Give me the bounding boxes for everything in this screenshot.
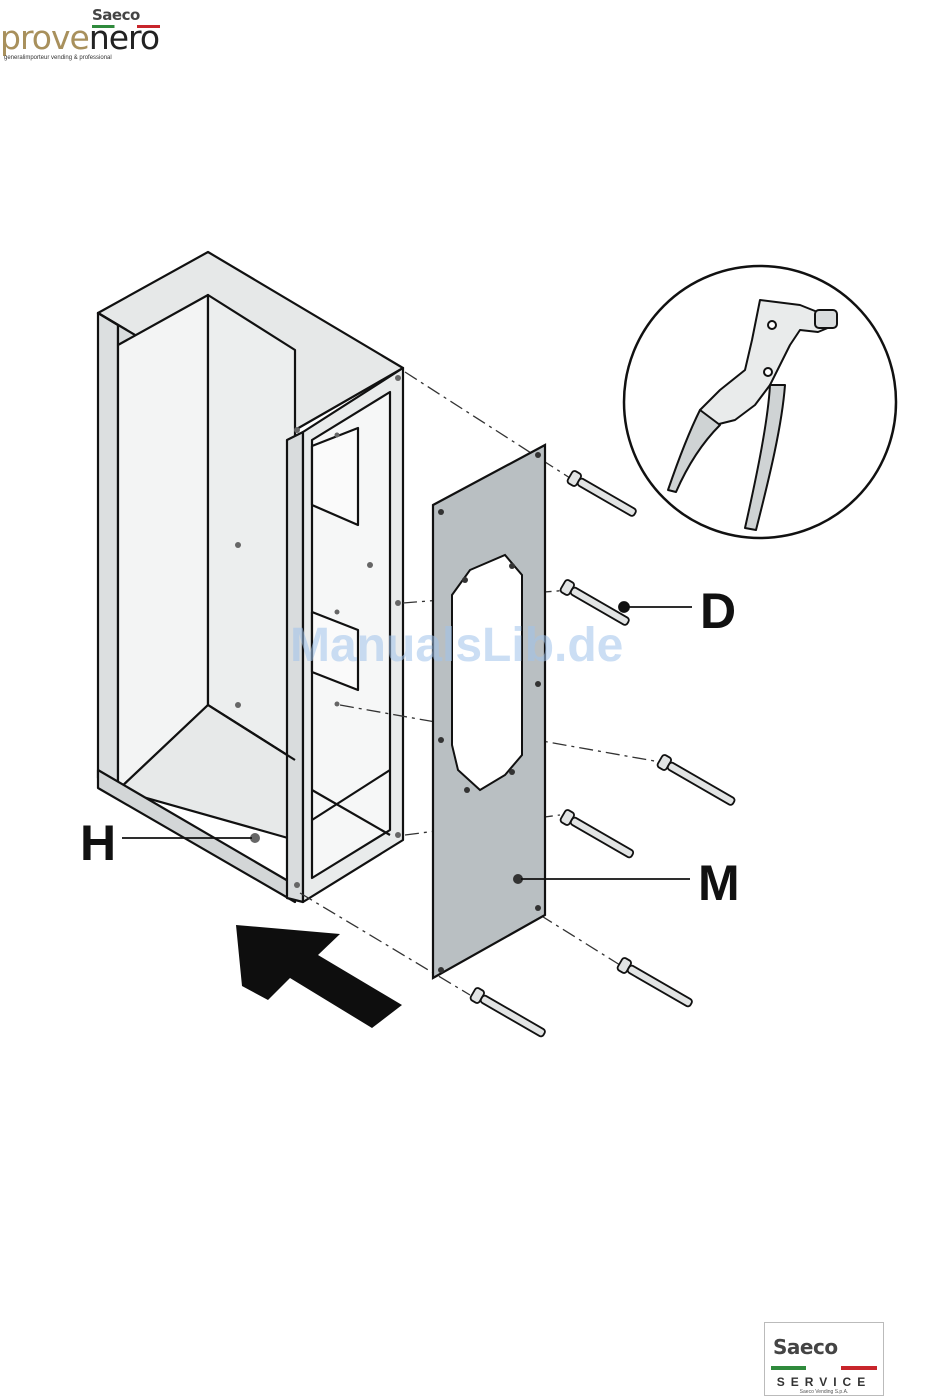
label-m: M <box>698 858 740 908</box>
rivet <box>560 809 636 861</box>
cabinet-frame <box>98 252 403 902</box>
saeco-service-mark: Saeco <box>773 1335 838 1359</box>
mounting-plate <box>433 445 545 978</box>
watermark-text: ManualsLib.de <box>290 618 670 673</box>
cabinet-back-wall <box>208 295 295 760</box>
cabinet-left-pillar <box>98 313 118 790</box>
label-h: H <box>80 818 116 868</box>
rivet <box>470 987 548 1040</box>
company-name: Saeco Vending S.p.A. <box>765 1389 883 1395</box>
label-d: D <box>700 586 736 636</box>
italian-flag-stripe <box>771 1366 877 1370</box>
rivet <box>567 470 639 520</box>
detail-circle <box>624 266 896 538</box>
cabinet-inner-wall <box>118 295 208 790</box>
service-text: SERVICE <box>765 1375 883 1389</box>
rivet <box>617 957 695 1010</box>
saeco-service-logo: Saeco SERVICE Saeco Vending S.p.A. <box>764 1322 884 1396</box>
rivet <box>657 754 738 809</box>
insertion-arrow-icon <box>236 925 402 1028</box>
